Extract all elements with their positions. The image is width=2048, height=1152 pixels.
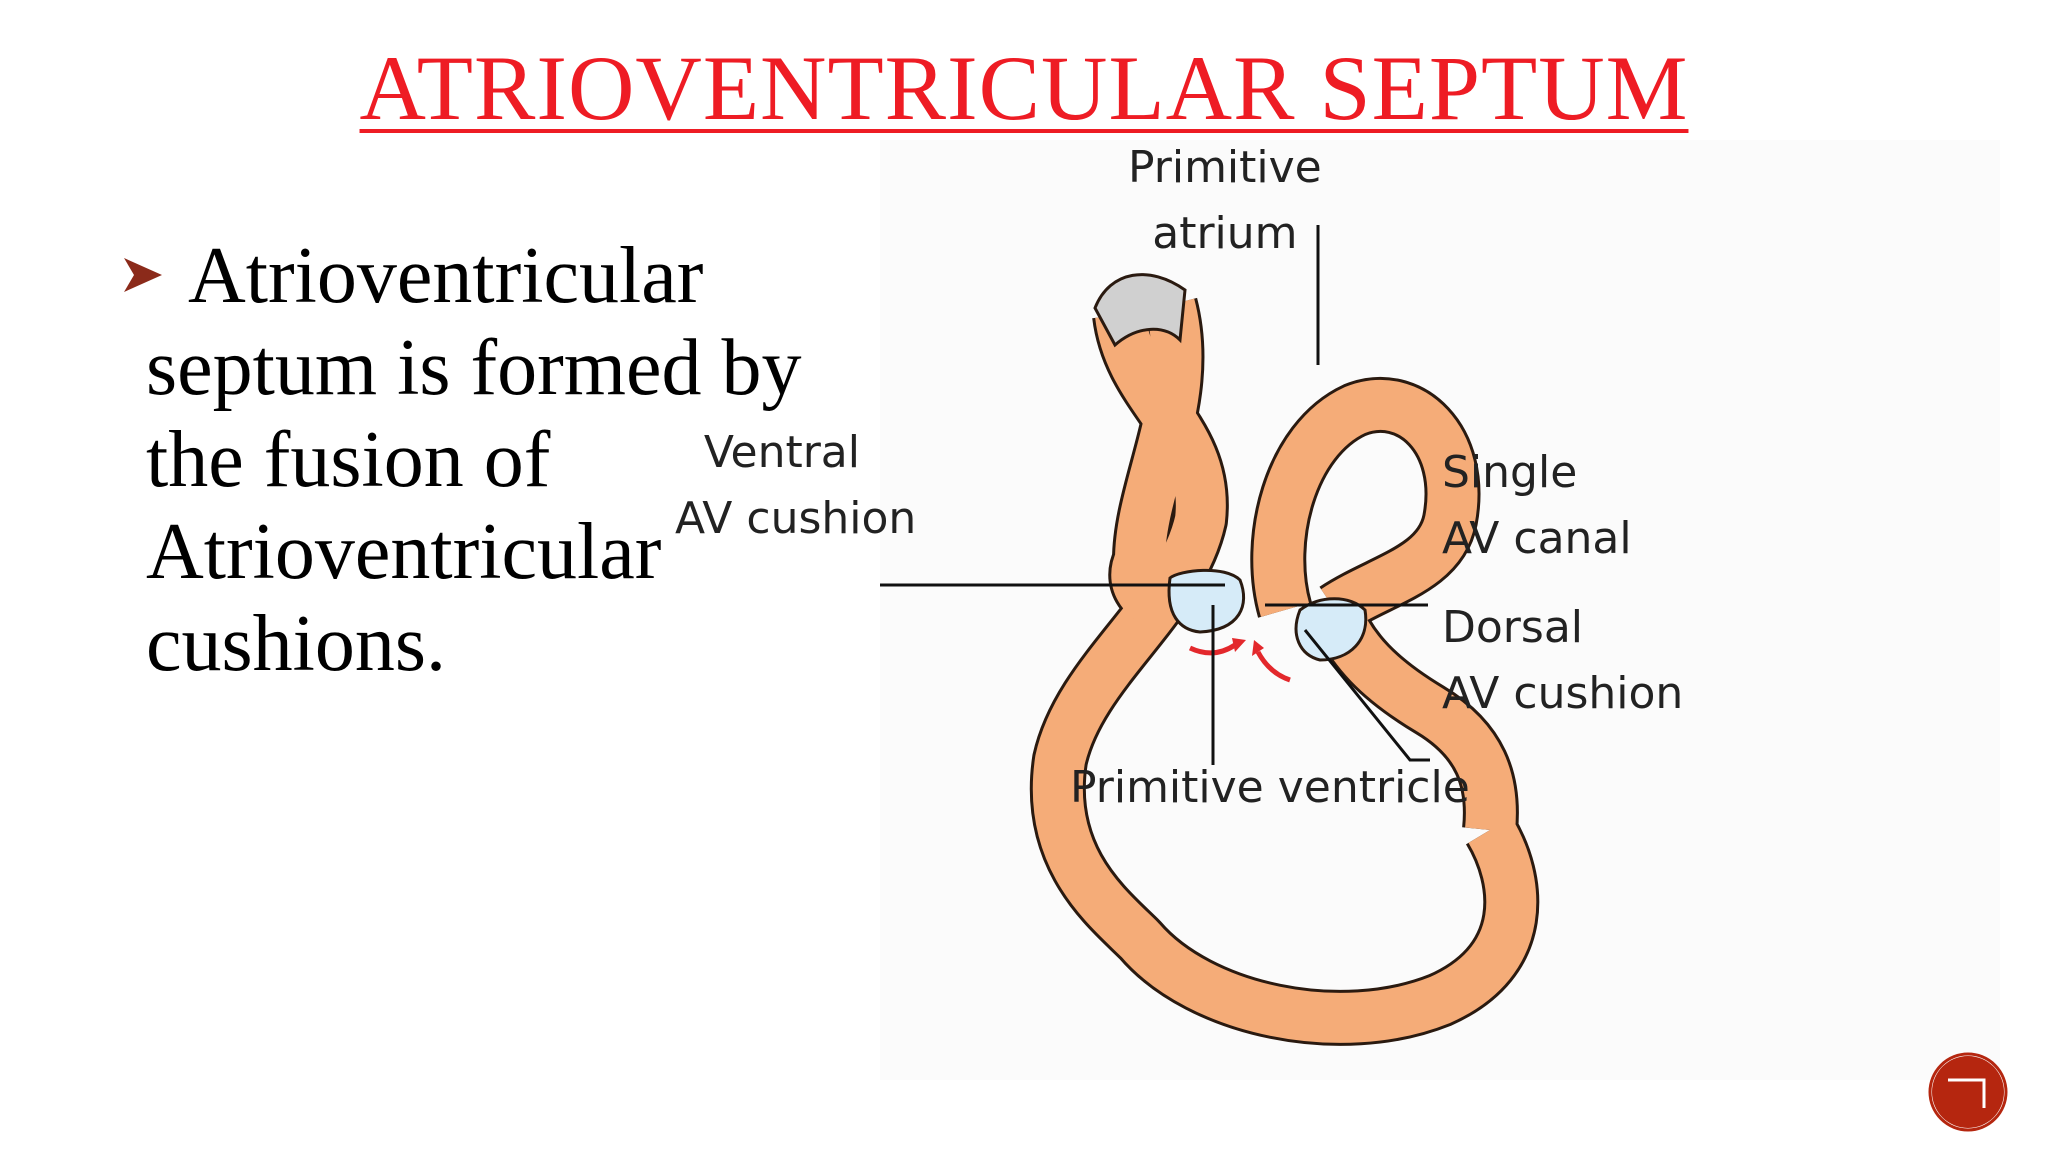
label-primitive-atrium: Primitive atrium xyxy=(1128,142,1322,259)
dorsal-cushion-shape xyxy=(1294,597,1368,662)
arrow-to-left xyxy=(1255,650,1291,683)
arrowhead-right xyxy=(1232,638,1246,652)
label-dorsal-av-cushion: Dorsal AV cushion xyxy=(1442,602,1684,719)
outflow-cap xyxy=(1093,273,1187,348)
leader-lines xyxy=(880,225,1430,765)
heart-tube-drawing xyxy=(880,225,1540,1046)
bullet-text: Atrioventricular septum is formed by the… xyxy=(146,232,802,688)
ventral-cushion-shape xyxy=(1167,568,1246,634)
slide-title-text: ATRIOVENTRICULAR SEPTUM xyxy=(359,37,1689,139)
closure-arrows xyxy=(1188,642,1291,683)
label-primitive-ventricle: Primitive ventricle xyxy=(1070,762,1470,813)
slide-title: ATRIOVENTRICULAR SEPTUM xyxy=(0,37,2048,139)
arrowhead-bullet-icon xyxy=(124,258,162,292)
arrowhead-left xyxy=(1252,640,1264,656)
label-ventral-av-cushion: Ventral AV cushion xyxy=(675,427,917,544)
heart-tube-diagram: Primitive atrium Ventral AV cushion Sing… xyxy=(675,140,2000,1080)
leader-dorsal-cushion xyxy=(1303,629,1430,762)
bullet-list: Atrioventricular septum is formed by the… xyxy=(120,230,880,690)
slide-nav-badge-icon[interactable] xyxy=(1926,1050,2010,1134)
label-single-av-canal: Single AV canal xyxy=(1442,447,1632,564)
